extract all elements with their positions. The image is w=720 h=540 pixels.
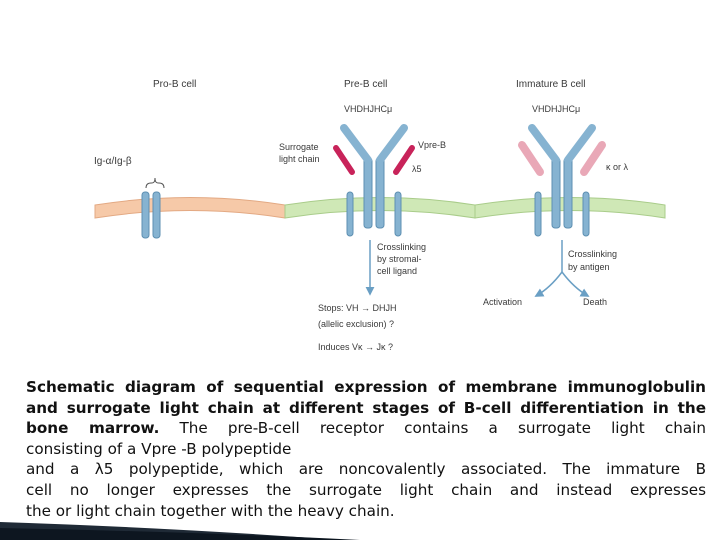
ig-alpha-beta-label: Ig-α/Ig-β: [94, 156, 132, 167]
ig-beta-chain: [152, 191, 161, 239]
caption-line-5: and a λ5 polypeptide, which are noncoval…: [26, 460, 706, 479]
pre-b-coreceptor-left: [346, 191, 354, 237]
stage-label-pro-b: Pro-B cell: [153, 79, 196, 90]
caption-line-6: cell no longer expresses the surrogate l…: [26, 480, 706, 499]
surrogate-label-line2: light chain: [279, 154, 320, 164]
heavy-chain-label-immature-b: VHDHJHCμ: [532, 104, 580, 114]
caption-line-4: consisting of a Vpre -B polypeptide: [26, 439, 292, 458]
heavy-chain-label-pre-b: VHDHJHCμ: [344, 104, 392, 114]
crosslink-stromal-line2: by stromal-: [377, 254, 422, 264]
death-label: Death: [583, 297, 607, 307]
crosslink-antigen-line1: Crosslinking: [568, 249, 617, 259]
vpre-b-label: Vpre-B: [418, 140, 446, 150]
imm-heavy-left-stem: [551, 157, 561, 229]
kappa-lambda-label: κ or λ: [606, 162, 629, 172]
stops-line1: Stops: VH → DHJH: [318, 303, 397, 313]
ig-brace: [145, 177, 165, 189]
ig-alpha-chain: [141, 191, 150, 239]
imm-heavy-left-arm: [528, 124, 560, 164]
activation-arrow: [534, 271, 563, 297]
crosslink-stromal-line1: Crosslinking: [377, 242, 426, 252]
stage-label-immature-b: Immature B cell: [516, 79, 585, 90]
induces-line: Induces Vκ → Jκ ?: [318, 342, 393, 352]
immature-b-receptor: [518, 124, 606, 237]
stops-line2: (allelic exclusion) ?: [318, 319, 394, 329]
caption-line-3: bone marrow. The pre-B-cell receptor con…: [26, 418, 706, 439]
imm-coreceptor-left: [534, 191, 542, 237]
imm-heavy-right-arm: [564, 124, 596, 164]
imm-coreceptor-right: [582, 191, 590, 237]
pre-b-heavy-left-arm: [340, 124, 372, 164]
caption-line-7: the or light chain together with the hea…: [26, 501, 395, 520]
membrane-pro-b: [94, 197, 286, 219]
surrogate-label-line1: Surrogate: [279, 142, 319, 152]
imm-light-right: [580, 141, 606, 176]
caption-line-1: Schematic diagram of sequential expressi…: [26, 378, 706, 396]
death-arrow: [561, 271, 590, 297]
crosslink-antigen-line2: by antigen: [568, 262, 610, 272]
caption-line-3-bold: bone marrow.: [26, 419, 160, 438]
activation-label: Activation: [483, 297, 522, 307]
pre-b-heavy-left-stem: [363, 157, 373, 229]
caption-line-3-rest: The pre-B-cell receptor contains a surro…: [179, 419, 706, 438]
lambda5-label: λ5: [412, 164, 422, 174]
pre-b-receptor: [333, 124, 415, 237]
pre-b-surrogate-left: [333, 145, 355, 175]
figure-caption: Schematic diagram of sequential expressi…: [26, 377, 706, 521]
pre-b-coreceptor-right: [394, 191, 402, 237]
caption-line-2: and surrogate light chain at different s…: [26, 398, 706, 417]
pre-b-heavy-right-arm: [376, 124, 408, 164]
slide-accent-swoosh: [0, 522, 360, 540]
crosslink-stromal-line3: cell ligand: [377, 266, 417, 276]
imm-light-left: [518, 141, 544, 176]
stage-label-pre-b: Pre-B cell: [344, 79, 387, 90]
imm-heavy-right-stem: [563, 157, 573, 229]
pre-b-surrogate-right: [393, 145, 415, 175]
pre-b-heavy-right-stem: [375, 157, 385, 229]
